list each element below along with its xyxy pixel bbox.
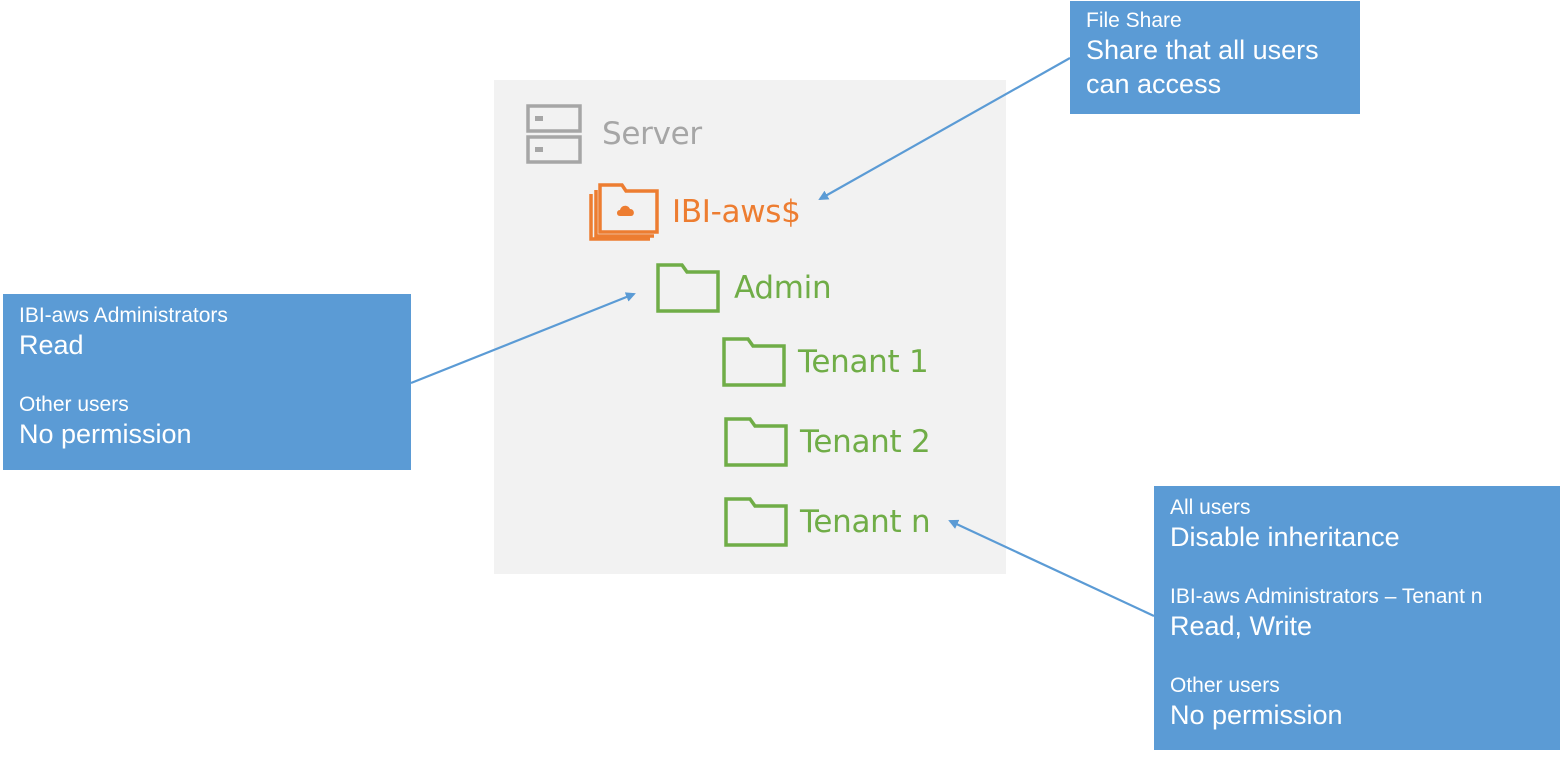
admin-label: Admin — [734, 270, 832, 306]
tenant2-folder-node: Tenant 2 — [724, 416, 931, 468]
share-label: IBI-aws$ — [672, 194, 801, 230]
callout-admin-permissions: IBI-aws Administrators Read Other users … — [3, 294, 411, 470]
tenant2-label: Tenant 2 — [800, 424, 931, 460]
folder-icon — [724, 497, 788, 547]
callout-group-label: Other users — [1170, 674, 1280, 697]
arrow-file-share — [818, 57, 1071, 200]
callout-permission-label: No permission — [1170, 700, 1343, 730]
callout-group-label: Other users — [19, 393, 129, 416]
callout-permission-label: Disable inheritance — [1170, 522, 1400, 552]
callout-group-label: IBI-aws Administrators – Tenant n — [1170, 585, 1483, 608]
callout-body-line2: can access — [1086, 69, 1222, 99]
folder-icon — [656, 263, 720, 313]
arrow-admin — [410, 292, 636, 385]
callout-heading: File Share — [1086, 9, 1182, 32]
folder-icon — [722, 337, 786, 387]
callout-permission-label: Read — [19, 330, 84, 360]
callout-permission-label: Read, Write — [1170, 611, 1313, 641]
folder-icon — [724, 417, 788, 467]
callout-group-label: IBI-aws Administrators — [19, 304, 228, 327]
callout-tenant-permissions: All users Disable inheritance IBI-aws Ad… — [1154, 486, 1560, 750]
cloud-folder-stack-icon — [589, 183, 659, 241]
tenant1-label: Tenant 1 — [798, 344, 929, 380]
server-icon — [526, 104, 582, 164]
callout-permission-label: No permission — [19, 419, 192, 449]
server-label: Server — [602, 116, 702, 152]
callout-body-line1: Share that all users — [1086, 35, 1319, 65]
tenantn-label: Tenant n — [800, 504, 931, 540]
callout-file-share: File Share Share that all users can acce… — [1070, 1, 1360, 114]
share-node: IBI-aws$ — [588, 182, 801, 242]
server-node: Server — [526, 104, 702, 164]
admin-folder-node: Admin — [656, 262, 832, 314]
tenantn-folder-node: Tenant n — [724, 496, 931, 548]
arrow-tenant — [948, 519, 1155, 617]
tenant1-folder-node: Tenant 1 — [722, 336, 929, 388]
callout-group-label: All users — [1170, 496, 1251, 519]
